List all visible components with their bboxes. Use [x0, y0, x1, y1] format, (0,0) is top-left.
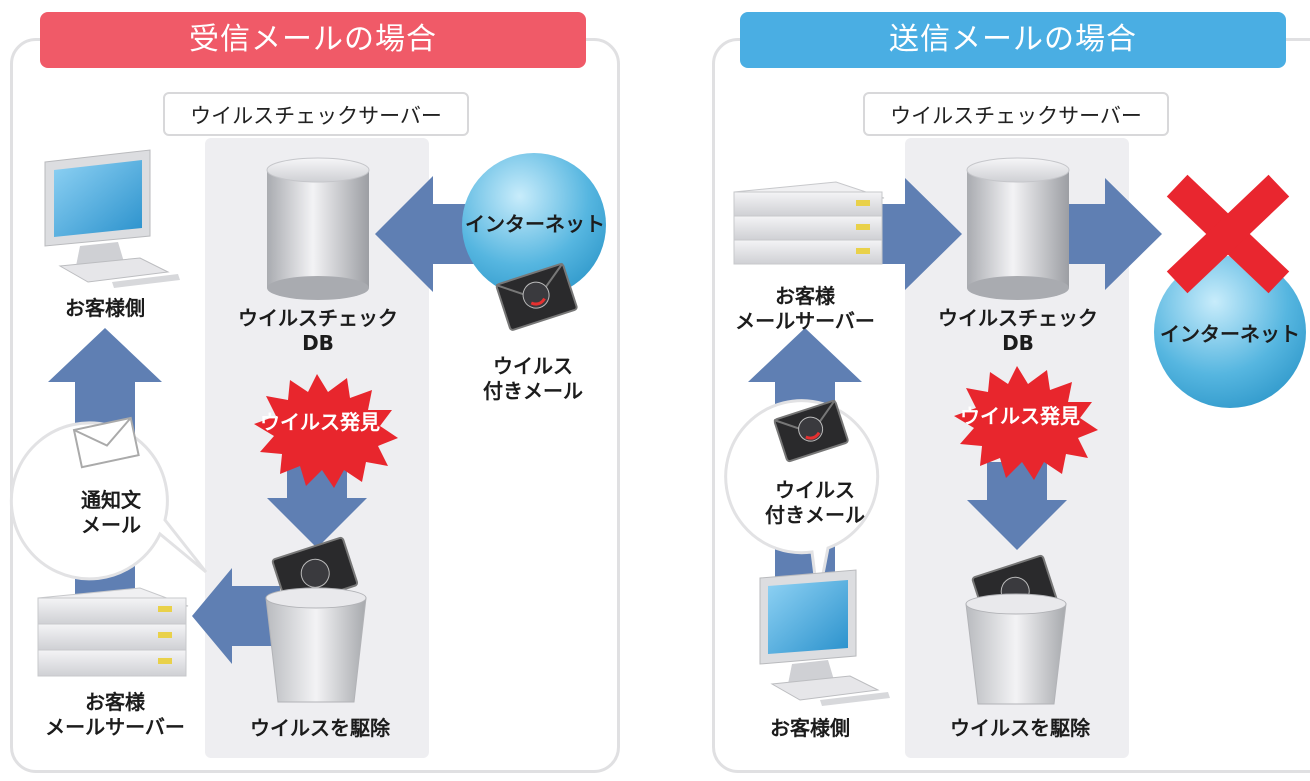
virus-mail-label-line2: 付きメール	[483, 379, 583, 403]
trash-bin-icon	[965, 554, 1067, 705]
internet-label: インターネット	[465, 212, 605, 236]
virus-mail-label: ウイルス 付きメール	[468, 354, 598, 404]
database-cylinder-icon	[266, 157, 370, 300]
notice-mail-label-line1: 通知文	[81, 488, 141, 512]
virus-found-burst	[954, 366, 1098, 480]
customer-mail-server-icon	[37, 587, 189, 677]
virus-mail-label-line1: ウイルス	[775, 478, 855, 502]
customer-mail-server-label: お客様 メールサーバー	[720, 284, 890, 334]
customer-mail-server-label-line2: メールサーバー	[735, 309, 875, 333]
notice-mail-label: 通知文 メール	[56, 488, 166, 538]
db-label: ウイルスチェック DB	[928, 306, 1108, 356]
customer-pc-icon	[44, 149, 180, 288]
virus-mail-label-line1: ウイルス	[493, 354, 573, 378]
customer-pc-label: お客様側	[65, 296, 145, 320]
trash-bin-icon	[265, 536, 367, 703]
remove-virus-label: ウイルスを駆除	[250, 716, 390, 740]
envelope-icon	[72, 416, 140, 469]
outgoing-mail-panel: 送信メールの場合 ウイルスチェックサーバー	[700, 0, 1310, 781]
db-label-line1: ウイルスチェック	[938, 306, 1098, 330]
notice-mail-bubble	[9, 416, 208, 581]
arrow-db-to-trash	[267, 452, 367, 548]
customer-mail-server-label-line1: お客様	[85, 690, 145, 714]
virus-mail-label-line2: 付きメール	[765, 503, 865, 527]
virus-mail-bubble	[724, 399, 880, 601]
db-label: ウイルスチェック DB	[228, 306, 408, 356]
arrow-db-to-internet	[1065, 178, 1162, 290]
db-label-line2: DB	[1002, 331, 1034, 355]
internet-globe-icon	[1154, 256, 1306, 408]
arrow-trash-to-server	[192, 568, 280, 664]
customer-mail-server-label: お客様 メールサーバー	[30, 690, 200, 740]
incoming-diagram-graphics	[9, 149, 606, 703]
customer-mail-server-icon	[733, 181, 885, 265]
internet-label: インターネット	[1160, 322, 1300, 346]
virus-mail-icon	[773, 399, 849, 463]
customer-pc-icon	[759, 569, 890, 706]
outgoing-header: 送信メールの場合	[740, 12, 1286, 68]
virus-check-server-label: ウイルスチェックサーバー	[163, 92, 469, 136]
internet-globe-icon	[462, 153, 606, 297]
virus-mail-icon	[495, 262, 578, 331]
customer-mail-server-label-line1: お客様	[775, 284, 835, 308]
virus-found-burst	[254, 374, 398, 488]
db-label-line2: DB	[302, 331, 334, 355]
customer-pc-label: お客様側	[770, 716, 850, 740]
database-cylinder-icon	[966, 157, 1070, 300]
customer-mail-server-label-line2: メールサーバー	[45, 715, 185, 739]
incoming-mail-panel: 受信メールの場合 ウイルスチェックサーバー	[0, 0, 640, 781]
virus-found-label: ウイルス発見	[260, 410, 380, 434]
virus-found-label: ウイルス発見	[960, 404, 1080, 428]
outgoing-diagram-graphics	[724, 157, 1306, 706]
remove-virus-label: ウイルスを駆除	[950, 716, 1090, 740]
arrow-db-to-trash	[967, 462, 1067, 550]
db-label-line1: ウイルスチェック	[238, 306, 398, 330]
incoming-header: 受信メールの場合	[40, 12, 586, 68]
virus-mail-label: ウイルス 付きメール	[750, 478, 880, 528]
notice-mail-label-line2: メール	[81, 513, 141, 537]
blocked-cross-icon	[1166, 174, 1290, 294]
virus-check-server-label: ウイルスチェックサーバー	[863, 92, 1169, 136]
